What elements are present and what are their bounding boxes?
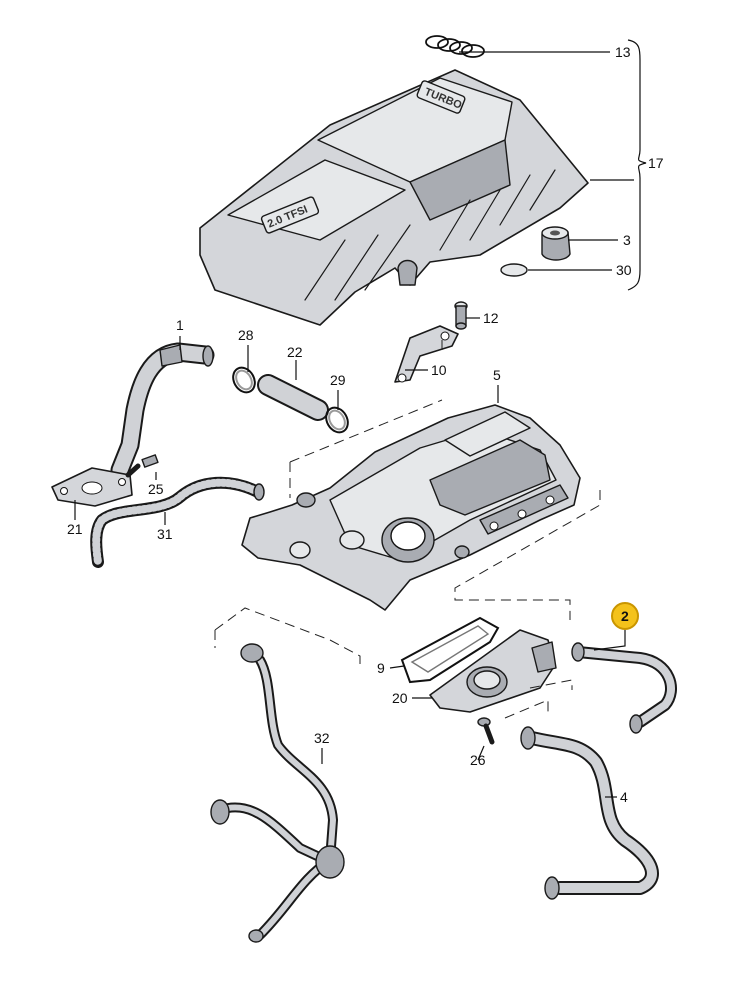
vent-hose-31 xyxy=(90,476,265,568)
callout-10: 10 xyxy=(431,362,447,378)
callout-32: 32 xyxy=(314,730,330,746)
hose-clamp-28 xyxy=(232,366,256,394)
callout-1: 1 xyxy=(176,317,184,333)
highlight-badge xyxy=(611,602,639,630)
washer xyxy=(500,263,528,277)
leader-lines xyxy=(74,51,634,798)
tfsi-badge xyxy=(260,196,320,234)
callout-20: 20 xyxy=(392,690,408,706)
gasket xyxy=(400,616,500,684)
crankcase-vent-hose-2 xyxy=(571,642,677,734)
engine-cover: TURBO 2.0 TFSI xyxy=(199,69,589,326)
assembly-guide-lines xyxy=(214,340,601,719)
callout-29: 29 xyxy=(330,372,346,388)
breather-pipe xyxy=(110,342,215,480)
rubber-grommet xyxy=(541,226,571,261)
callout-21: 21 xyxy=(67,521,83,537)
bolt-26 xyxy=(477,717,495,745)
breather-hose-4 xyxy=(520,726,659,900)
callout-30: 30 xyxy=(616,262,632,278)
group-bracket-17 xyxy=(627,39,647,291)
four-rings-emblem xyxy=(425,35,485,58)
callout-13: 13 xyxy=(615,44,631,60)
callout-2: 2 xyxy=(621,608,629,624)
pressure-regulating-valve xyxy=(429,629,557,713)
breather-hose-32 xyxy=(210,643,345,943)
callout-31: 31 xyxy=(157,526,173,542)
callout-4: 4 xyxy=(620,789,628,805)
hose-22 xyxy=(257,374,329,421)
callout-28: 28 xyxy=(238,327,254,343)
callout-12: 12 xyxy=(483,310,499,326)
callout-25: 25 xyxy=(148,481,164,497)
bolt-25 xyxy=(125,454,159,478)
callout-22: 22 xyxy=(287,344,303,360)
callout-5: 5 xyxy=(493,367,501,383)
callout-9: 9 xyxy=(377,660,385,676)
turbo-badge xyxy=(416,80,466,114)
bolt-12 xyxy=(454,301,468,330)
hose-clamp-29 xyxy=(325,406,349,434)
callout-3: 3 xyxy=(623,232,631,248)
valve-cover xyxy=(241,404,581,611)
callout-17: 17 xyxy=(648,155,664,171)
callout-26: 26 xyxy=(470,752,486,768)
pipe-flange xyxy=(51,467,133,507)
